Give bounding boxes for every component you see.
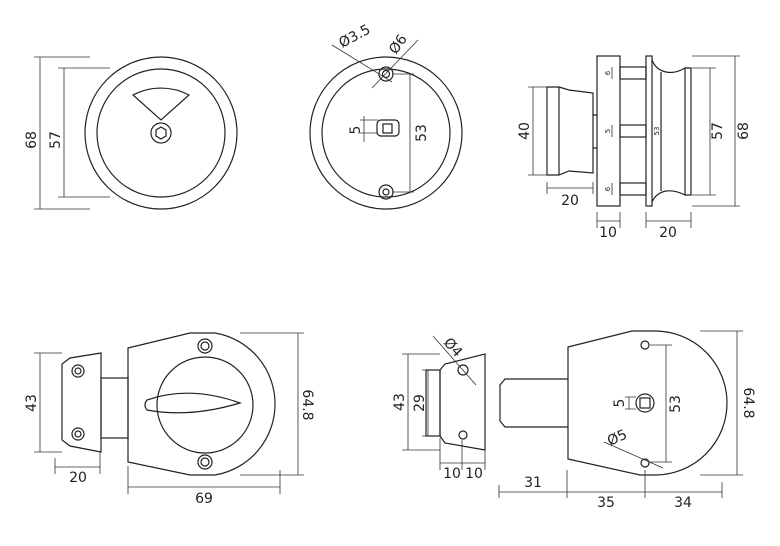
dim-plate-thickness: 10 <box>599 225 617 241</box>
dim-pin-mid: 5 <box>604 129 612 133</box>
dim-body-height: 64.8 <box>740 387 756 418</box>
bolt <box>100 377 129 439</box>
lock-body <box>127 332 276 476</box>
rose-outer <box>84 56 238 210</box>
front-view: 68 57 <box>24 56 238 210</box>
spindle-boss <box>635 393 655 413</box>
dim-body-height: 64.8 <box>299 389 315 420</box>
dim-bolt: 31 <box>524 475 542 491</box>
dim-keeper-width: 20 <box>69 470 87 486</box>
dim-pin-spacing: 53 <box>653 127 661 136</box>
dim-hole-small: Ø3.5 <box>336 22 373 52</box>
dim-hole-large: Ø6 <box>386 32 411 58</box>
turn-rose <box>156 356 254 454</box>
dim-knob-height: 40 <box>517 122 533 140</box>
dim-to-spindle: 35 <box>597 495 615 511</box>
indicator-wedge <box>131 87 191 121</box>
dim-square: 5 <box>348 126 364 135</box>
rose-flange <box>645 55 653 207</box>
dim-knob-depth: 20 <box>561 193 579 209</box>
dim-body-hole: Ø5 <box>605 427 630 450</box>
dim-pin-bottom: 6 <box>604 186 612 191</box>
back-view: Ø3.5 Ø6 5 53 <box>309 22 463 210</box>
rose-body <box>651 59 692 203</box>
hex-socket-icon <box>155 126 167 140</box>
pin-bottom <box>619 182 647 196</box>
dim-outer: 68 <box>736 122 752 140</box>
pin-mid <box>619 124 647 138</box>
thumb-turn-knob <box>546 86 597 176</box>
dim-keeper-height: 43 <box>392 393 408 411</box>
dim-body-width: 69 <box>195 491 213 507</box>
dim-keeper-height: 43 <box>24 394 40 412</box>
lock-body <box>567 330 728 476</box>
dim-hole-spacing: 53 <box>414 124 430 142</box>
bolt <box>499 378 568 428</box>
spindle-boss <box>376 119 400 137</box>
dim-inner: 57 <box>710 122 726 140</box>
keeper-plate <box>439 353 486 451</box>
lock-back-view: 43 29 Ø4 10 10 31 35 34 5 53 Ø5 64.8 <box>392 330 756 511</box>
lock-front-view: 43 20 69 64.8 <box>24 332 315 507</box>
dim-keeper-w2: 10 <box>465 466 483 482</box>
dim-square: 5 <box>612 399 628 408</box>
dim-hole-spacing: 53 <box>668 395 684 413</box>
spindle-boss <box>150 122 172 144</box>
dim-keeper-w1: 10 <box>443 466 461 482</box>
dim-spindle-to-edge: 34 <box>674 495 692 511</box>
thumb-turn-lever <box>144 392 242 414</box>
keeper-plate <box>61 352 102 453</box>
dim-pin-top: 6 <box>604 70 612 75</box>
dim-keeper-inner: 29 <box>412 394 428 412</box>
pin-top <box>619 66 647 80</box>
dim-rose-depth: 20 <box>659 225 677 241</box>
rose-inner <box>96 68 226 198</box>
dim-inner: 57 <box>48 131 64 149</box>
side-view: 40 20 10 20 57 68 6 5 6 53 <box>517 55 752 241</box>
dim-keeper-hole: Ø4 <box>440 335 465 361</box>
dim-outer: 68 <box>24 131 40 149</box>
